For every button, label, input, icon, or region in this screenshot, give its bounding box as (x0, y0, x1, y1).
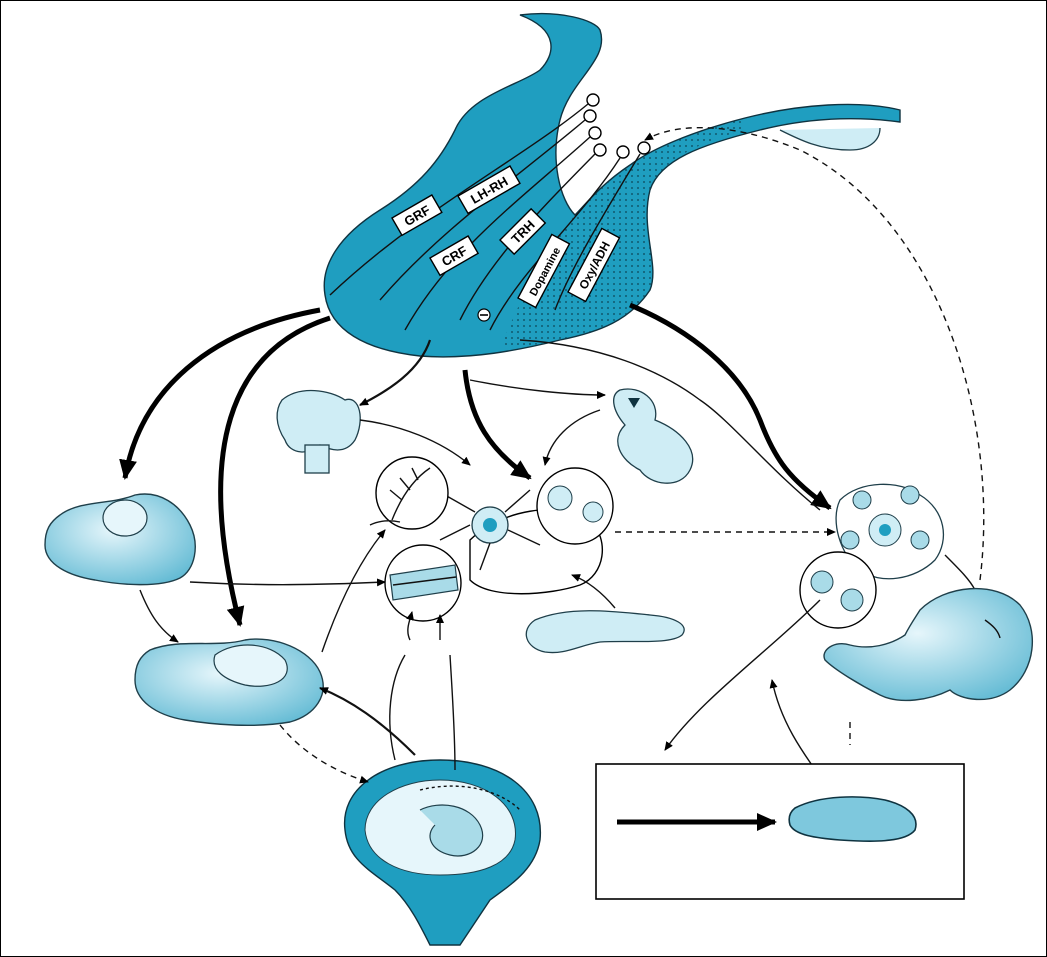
uterus (345, 760, 541, 945)
right-arrows (665, 600, 850, 790)
inset-box (596, 764, 964, 899)
mammary-circle-left (376, 457, 448, 529)
ovary-upper (45, 494, 195, 585)
thyroid-gland (277, 391, 470, 473)
hypothalamus-pituitary: GRF LH-RH CRF TRH Dopamine Oxy/ADH (324, 14, 900, 357)
infundibulum-tip (780, 128, 880, 150)
inhibit-marker (478, 309, 490, 321)
alveoli-circle (800, 552, 876, 628)
